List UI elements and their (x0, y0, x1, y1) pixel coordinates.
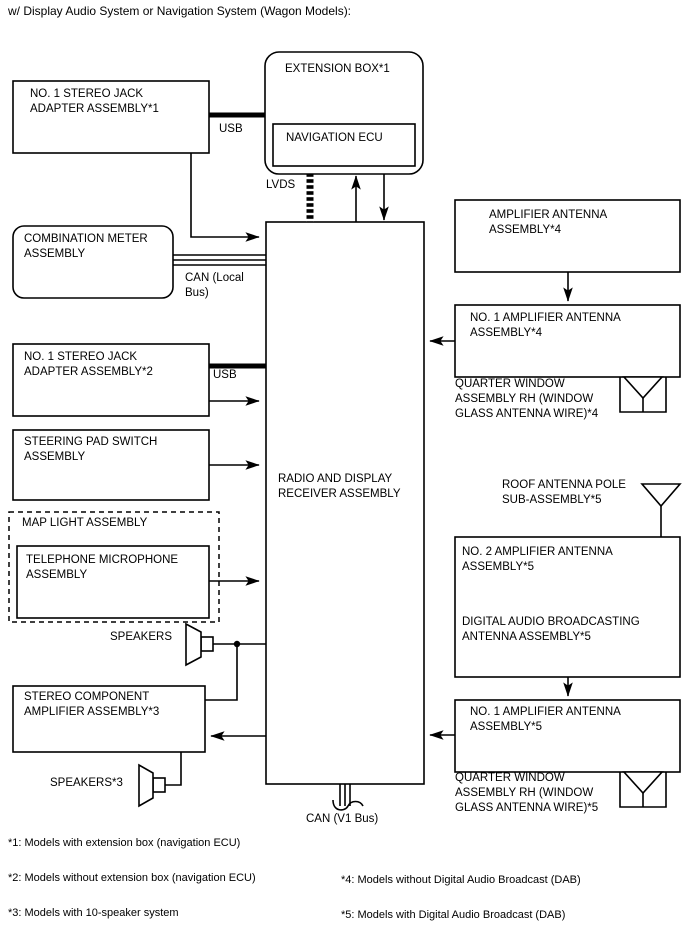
label-no1-amplifier-antenna-4: NO. 1 AMPLIFIER ANTENNA ASSEMBLY*4 (470, 312, 621, 339)
label-can-local-bus: CAN (Local Bus) (185, 272, 244, 299)
box-no1-amplifier-antenna-5 (454, 699, 681, 773)
box-stereo-component-amplifier (12, 685, 206, 753)
label-no2-amplifier-antenna-5: NO. 2 AMPLIFIER ANTENNA ASSEMBLY*5 (462, 546, 613, 573)
label-digital-audio-broadcasting-antenna-5: DIGITAL AUDIO BROADCASTING ANTENNA ASSEM… (462, 616, 640, 643)
label-no1-amplifier-antenna-5: NO. 1 AMPLIFIER ANTENNA ASSEMBLY*5 (470, 706, 621, 733)
box-combination-meter (12, 225, 174, 299)
label-combination-meter: COMBINATION METER ASSEMBLY (24, 233, 148, 260)
label-quarter-window-4: QUARTER WINDOW ASSEMBLY RH (WINDOW GLASS… (455, 378, 599, 420)
label-telephone-microphone: TELEPHONE MICROPHONE ASSEMBLY (26, 554, 179, 581)
speaker-icon-top (185, 622, 214, 667)
speaker-icon-bottom (138, 763, 166, 808)
footnote-3: *3: Models with 10-speaker system (8, 907, 179, 919)
footnote-2: *2: Models without extension box (naviga… (8, 872, 256, 884)
box-map-light (8, 511, 220, 623)
label-can-v1-bus: CAN (V1 Bus) (306, 813, 379, 825)
label-lvds: LVDS (266, 179, 296, 191)
box-stereo-jack-2 (12, 343, 210, 417)
label-roof-antenna-pole: ROOF ANTENNA POLE SUB-ASSEMBLY*5 (502, 479, 626, 506)
antenna-roof-triangle (640, 483, 682, 508)
footnote-1: *1: Models with extension box (navigatio… (8, 837, 241, 849)
wire-amplifier-to-speakers-3 (165, 752, 182, 786)
footnote-4: *4: Models without Digital Audio Broadca… (341, 874, 581, 886)
label-stereo-jack-2: NO. 1 STEREO JACK ADAPTER ASSEMBLY*2 (24, 351, 153, 378)
wire-speakers-branch-to-amplifier (205, 644, 238, 701)
label-stereo-jack-1: NO. 1 STEREO JACK ADAPTER ASSEMBLY*1 (30, 88, 159, 115)
label-radio-display-receiver: RADIO AND DISPLAY RECEIVER ASSEMBLY (278, 473, 401, 500)
wire-stereo-jack-1-to-radio (190, 153, 260, 242)
label-navigation-ecu: NAVIGATION ECU (286, 132, 383, 144)
label-steering-pad-switch: STEERING PAD SWITCH ASSEMBLY (24, 436, 158, 463)
lvds-ribbon-stripes (306, 176, 314, 222)
label-quarter-window-5: QUARTER WINDOW ASSEMBLY RH (WINDOW GLASS… (455, 772, 599, 814)
label-stereo-component-amplifier: STEREO COMPONENT AMPLIFIER ASSEMBLY*3 (24, 691, 160, 718)
page-title: w/ Display Audio System or Navigation Sy… (8, 4, 352, 18)
box-telephone-microphone (16, 545, 210, 619)
label-speakers: SPEAKERS (110, 631, 172, 643)
label-usb-top: USB (219, 123, 243, 135)
footnote-5: *5: Models with Digital Audio Broadcast … (341, 909, 566, 921)
label-speakers-3: SPEAKERS*3 (50, 777, 123, 789)
antenna-triangle-5 (622, 771, 664, 795)
box-navigation-ecu (272, 123, 416, 167)
label-amplifier-antenna-4: AMPLIFIER ANTENNA ASSEMBLY*4 (489, 209, 608, 236)
antenna-triangle-4 (622, 376, 664, 400)
label-map-light: MAP LIGHT ASSEMBLY (22, 517, 148, 529)
box-radio-display-receiver (265, 221, 425, 785)
can-v1-twist (332, 799, 364, 811)
label-usb-mid: USB (213, 369, 237, 381)
label-extension-box: EXTENSION BOX*1 (285, 63, 390, 75)
